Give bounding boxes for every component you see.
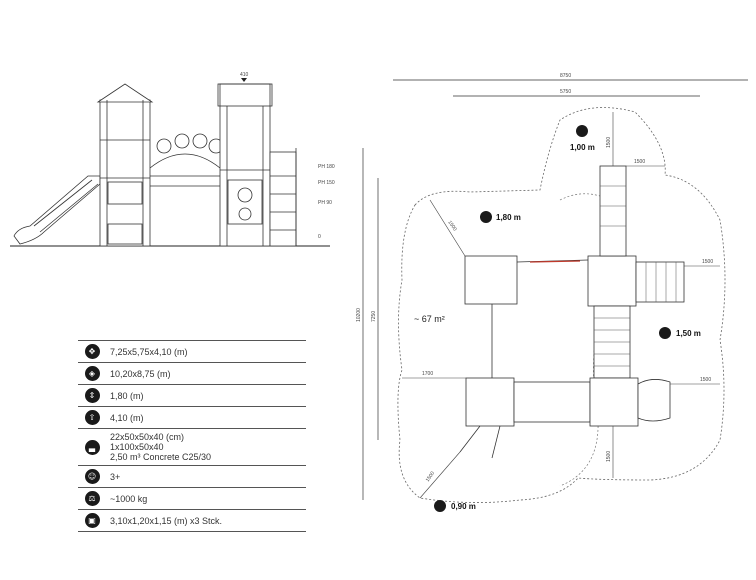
tower-roof-panel [217, 83, 273, 107]
bridge-bottom [513, 381, 591, 423]
spec-value: 10,20x8,75 (m) [110, 368, 171, 379]
net-right [635, 261, 685, 303]
elevation-view [10, 83, 330, 247]
bridge-beam-accent [529, 260, 581, 263]
zone-label: 1,00 m [570, 143, 595, 152]
safety-area-outline [397, 107, 726, 503]
safety-dim-label: 1500 [425, 470, 436, 483]
elevation-top-mark: 410 [240, 72, 249, 78]
top-arrow-icon [241, 78, 247, 82]
spec-row-safety-area: ◈ 10,20x8,75 (m) [78, 362, 306, 384]
spec-row-age: ☺ 3+ [78, 465, 306, 487]
safety-dim-line [419, 451, 461, 499]
platform-bottom-left [465, 377, 515, 427]
level-label: PH 150 [318, 180, 335, 186]
ring [192, 133, 208, 149]
tower-panel [107, 181, 143, 205]
slide-rail [39, 183, 99, 233]
spec-value: 2,50 m³ Concrete C25/30 [110, 452, 212, 462]
spec-value: ~1000 kg [110, 493, 148, 504]
safety-dim-label: 1500 [702, 259, 713, 265]
spec-row-total-height: ⇧ 4,10 (m) [78, 406, 306, 428]
spec-value: 4,10 (m) [110, 412, 144, 423]
safety-dims [402, 112, 720, 499]
panel-circle [237, 187, 253, 203]
stair-top [599, 165, 627, 257]
spec-table: ✥ 7,25x5,75x4,10 (m) ◈ 10,20x8,75 (m) ⇕ … [78, 340, 306, 532]
ring [174, 133, 190, 149]
age-icon: ☺ [84, 469, 100, 484]
spec-row-package: ▣ 3,10x1,20x1,15 (m) x3 Stck. [78, 509, 306, 532]
dimensions-icon: ✥ [84, 344, 100, 359]
texture-lines [594, 185, 677, 367]
slide-rail [33, 179, 93, 227]
spec-row-foundation: ▃ 22x50x50x40 (cm) 1x100x50x40 2,50 m³ C… [78, 428, 306, 465]
dimension-lines [362, 79, 748, 500]
fall-height-icon: ⇕ [84, 388, 100, 403]
safety-dim-label: 1500 [446, 220, 457, 233]
dim-total-height: 10200 [356, 308, 362, 322]
panel-circle [238, 207, 252, 221]
safety-area-inner [559, 193, 605, 487]
area-label: ~ 67 m² [414, 314, 445, 324]
left-tower [99, 99, 151, 247]
safety-dim-line [429, 199, 466, 257]
platform-center [587, 255, 637, 307]
zone-markers: 1,00 m 1,80 m 1,50 m 0,90 m [434, 125, 701, 512]
spec-value: 22x50x50x40 (cm) [110, 432, 185, 442]
right-tower [219, 83, 271, 247]
spec-value: 1,80 (m) [110, 390, 144, 401]
spec-row-dimensions: ✥ 7,25x5,75x4,10 (m) [78, 340, 306, 362]
zone-label: 1,80 m [496, 213, 521, 222]
safety-dim-label: 1500 [634, 159, 645, 165]
spec-value: 3,10x1,20x1,15 (m) x3 Stck. [110, 515, 223, 526]
zone-label: 0,90 m [451, 502, 476, 511]
safety-dim-label: 1500 [606, 137, 612, 148]
fall-height-icon [434, 500, 446, 512]
dim-inner-width: 5750 [560, 89, 571, 95]
arch-bridge [149, 153, 221, 169]
spec-value: 1x100x50x40 [110, 442, 164, 452]
spec-value: 3+ [110, 471, 121, 482]
safety-dim-label: 1700 [422, 371, 433, 377]
slide [13, 175, 101, 245]
foundation-icon: ▃ [84, 439, 100, 455]
left-roof [96, 83, 154, 103]
safety-dim-label: 1500 [606, 451, 612, 462]
spec-value: 7,25x5,75x4,10 (m) [110, 346, 188, 357]
spec-row-weight: ⚖ ~1000 kg [78, 487, 306, 509]
tower-panel [227, 179, 263, 225]
tower-panel [107, 223, 143, 245]
zone-label: 1,50 m [676, 329, 701, 338]
total-height-icon: ⇧ [84, 410, 100, 425]
support-strut [459, 425, 481, 453]
platform-bottom-right [589, 377, 639, 427]
support-strut [491, 425, 501, 459]
plan-structure [459, 165, 685, 459]
safety-dim-label: 1500 [700, 377, 711, 383]
level-label: 0 [318, 234, 321, 240]
level-label: PH 90 [318, 200, 332, 206]
weight-icon: ⚖ [84, 491, 100, 506]
suspension-bridge [637, 379, 671, 422]
level-label: PH 180 [318, 164, 335, 170]
package-icon: ▣ [84, 513, 100, 528]
fall-height-icon [659, 327, 671, 339]
spec-row-fall-height: ⇕ 1,80 (m) [78, 384, 306, 406]
fall-height-icon [480, 211, 492, 223]
fall-height-icon [576, 125, 588, 137]
dim-inner-height: 7250 [371, 311, 377, 322]
climbing-ladder [269, 151, 297, 247]
dim-total-width: 8750 [560, 73, 571, 79]
platform-left-top [464, 255, 518, 305]
safety-area-icon: ◈ [84, 366, 100, 381]
ring [156, 138, 172, 154]
